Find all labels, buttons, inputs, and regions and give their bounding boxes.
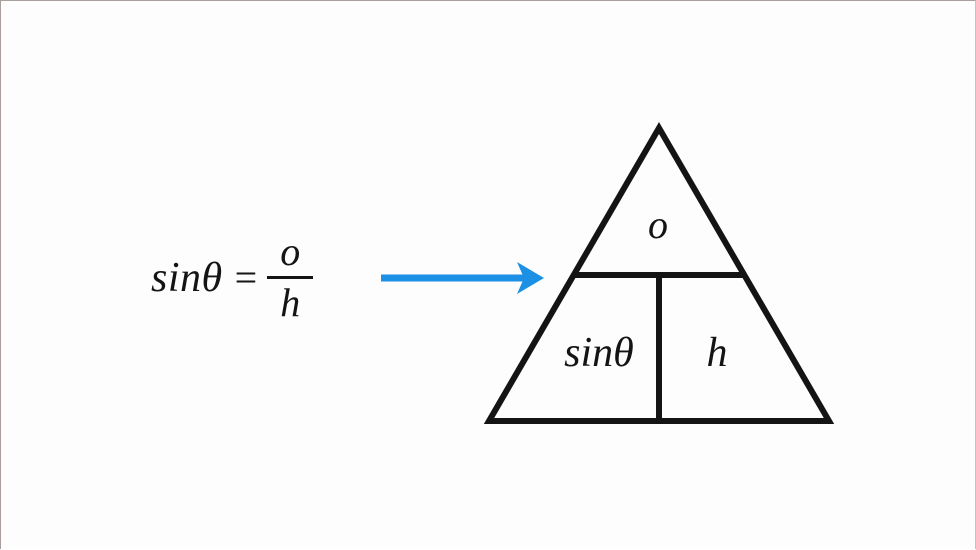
formula-fraction-bar (267, 276, 314, 279)
arrow-head (517, 262, 544, 294)
triangle-top-label: o (648, 202, 668, 247)
formula-numerator: o (280, 229, 301, 274)
triangle-bottom-right-label: h (707, 330, 728, 376)
triangle-bottom-left-label: sinθ (564, 330, 634, 376)
formula-denominator: h (280, 280, 301, 325)
formula-fraction: o h (267, 229, 314, 325)
formula-equals-sign: = (234, 254, 258, 300)
blue-arrow-icon (381, 262, 544, 294)
formula-left-side: sinθ (151, 254, 223, 301)
formula-sin-theta: sinθ = o h (151, 229, 314, 325)
